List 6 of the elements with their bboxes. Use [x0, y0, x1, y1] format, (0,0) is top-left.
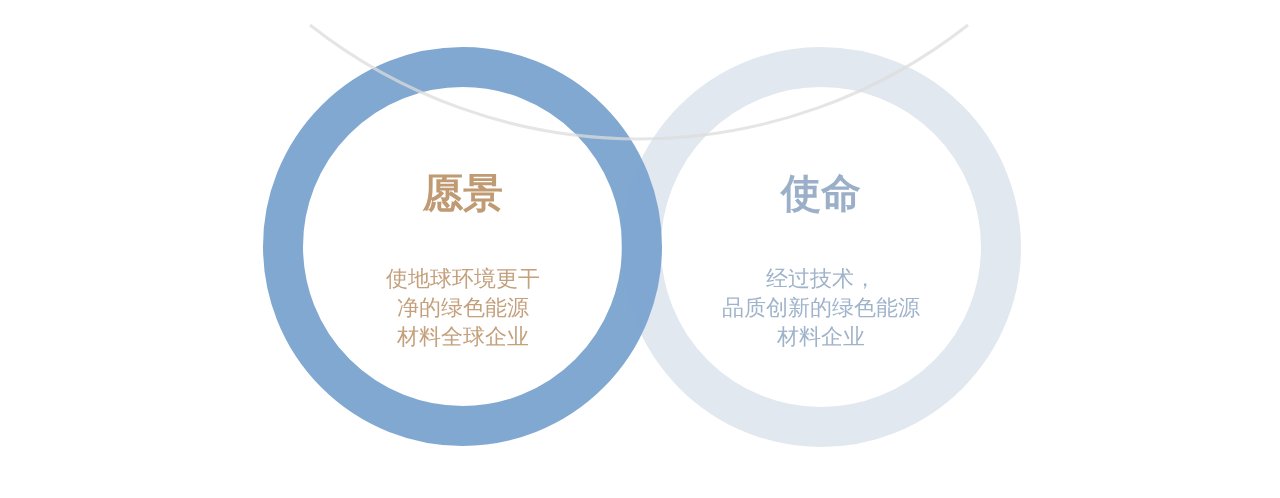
ring [263, 47, 662, 446]
heading: 愿景 [422, 170, 503, 216]
description: 使地球环境更干净的绿色能源材料全球企业 [385, 265, 540, 351]
ring [621, 47, 1021, 447]
heading: 使命 [781, 170, 861, 216]
description: 经过技术，品质创新的绿色能源材料企业 [722, 265, 920, 351]
